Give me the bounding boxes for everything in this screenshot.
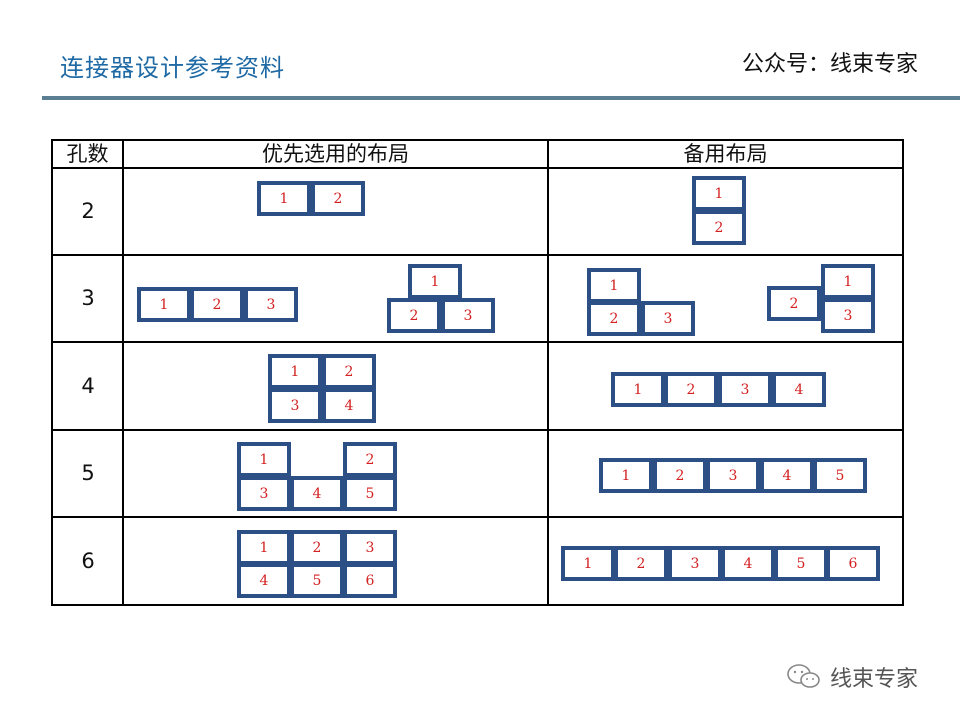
pin-slot: 2 <box>290 530 344 565</box>
pin-slot: 2 <box>692 210 746 245</box>
pin-slot: 2 <box>387 298 441 333</box>
pin-slot: 2 <box>311 181 365 216</box>
pin-slot: 1 <box>268 354 322 389</box>
pin-slot: 3 <box>718 372 772 407</box>
wechat-icon <box>787 664 820 688</box>
public-account-label: 公众号：线束专家 <box>741 52 918 77</box>
pin-slot: 4 <box>290 476 344 511</box>
header-pin-count: 孔数 <box>66 142 109 166</box>
pin-slot: 4 <box>322 388 376 423</box>
watermark-text: 线束专家 <box>830 667 919 692</box>
table-row-divider <box>51 254 904 256</box>
pin-slot: 4 <box>772 372 826 407</box>
table-row-divider <box>51 516 904 518</box>
page-title: 连接器设计参考资料 <box>60 54 285 82</box>
pin-slot: 4 <box>237 563 291 598</box>
pin-slot: 3 <box>441 298 495 333</box>
pin-slot: 1 <box>587 268 641 303</box>
pin-slot: 1 <box>561 546 615 581</box>
pin-slot: 4 <box>721 546 775 581</box>
pin-slot: 5 <box>774 546 828 581</box>
pin-slot: 2 <box>190 287 244 322</box>
pin-slot: 1 <box>611 372 665 407</box>
pin-slot: 3 <box>268 388 322 423</box>
pin-slot: 5 <box>343 476 397 511</box>
pin-slot: 2 <box>664 372 718 407</box>
pin-slot: 5 <box>813 458 867 493</box>
pin-slot: 6 <box>826 546 880 581</box>
pin-slot: 5 <box>290 563 344 598</box>
pin-count-cell: 5 <box>81 461 95 485</box>
pin-slot: 2 <box>587 301 641 336</box>
table-row-divider <box>51 429 904 431</box>
pin-slot: 1 <box>408 264 462 299</box>
pin-slot: 1 <box>137 287 191 322</box>
pin-slot: 1 <box>237 530 291 565</box>
pin-slot: 3 <box>706 458 760 493</box>
header-alternate-layout: 备用布局 <box>683 142 768 166</box>
pin-slot: 1 <box>237 442 291 477</box>
pin-slot: 1 <box>599 458 653 493</box>
header-preferred-layout: 优先选用的布局 <box>262 142 409 166</box>
pin-slot: 3 <box>343 530 397 565</box>
pin-slot: 6 <box>343 563 397 598</box>
table-row-divider <box>51 341 904 343</box>
pin-slot: 2 <box>614 546 668 581</box>
pin-slot: 2 <box>653 458 707 493</box>
pin-slot: 1 <box>692 176 746 211</box>
pin-slot: 2 <box>343 442 397 477</box>
pin-slot: 2 <box>322 354 376 389</box>
pin-count-cell: 6 <box>81 549 95 573</box>
pin-slot: 4 <box>760 458 814 493</box>
table-header-divider <box>51 167 904 169</box>
pin-count-cell: 2 <box>81 199 95 223</box>
pin-slot: 3 <box>244 287 298 322</box>
pin-slot: 3 <box>668 546 722 581</box>
table-column-divider <box>122 139 124 606</box>
table-column-divider <box>547 139 549 606</box>
header-divider <box>42 96 960 100</box>
pin-slot: 2 <box>767 286 821 321</box>
pin-slot: 3 <box>641 301 695 336</box>
watermark: 线束专家 <box>786 662 918 692</box>
pin-count-cell: 4 <box>81 374 95 398</box>
pin-slot: 3 <box>821 298 875 333</box>
pin-layout-table <box>51 139 904 606</box>
pin-count-cell: 3 <box>81 286 95 310</box>
pin-slot: 1 <box>821 264 875 299</box>
pin-slot: 3 <box>237 476 291 511</box>
pin-slot: 1 <box>257 181 311 216</box>
